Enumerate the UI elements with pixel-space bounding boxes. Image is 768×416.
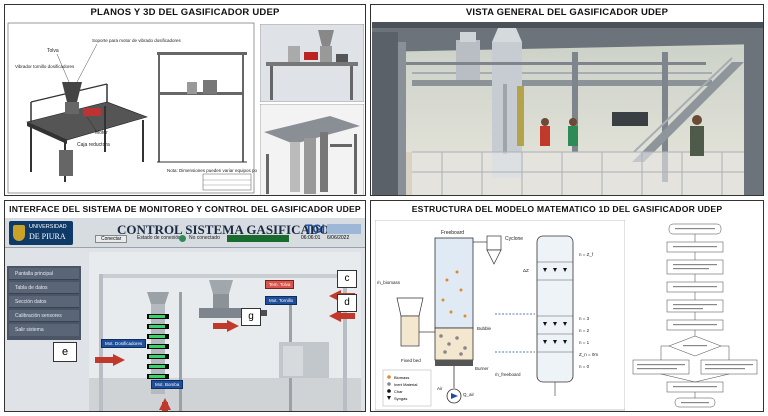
technical-drawing: Tolva Soporte para motor de vibrado dosi… — [7, 22, 257, 194]
callout-g: g — [241, 308, 261, 326]
menu-item-calibracion[interactable]: Calibración sensores — [9, 310, 79, 322]
menu-item-tabla[interactable]: Tabla de datos — [9, 282, 79, 294]
planos-body: Tolva Soporte para motor de vibrado dosi… — [5, 22, 365, 195]
menu-label: Salir sistema — [15, 327, 44, 333]
label-n1: n = 1 — [579, 340, 590, 345]
scada-header: UNIVERSIDAD DE PIURA CONTROL SISTEMA GAS… — [5, 218, 365, 248]
crest-icon — [13, 225, 25, 241]
status-date: 6/06/2022 — [327, 235, 350, 241]
gasifier-schematic: Freeboard Cyclone Fixed bed Bubble Burne… — [375, 220, 625, 411]
label-vibrador: Vibrador tornillo dosificadores — [15, 64, 75, 69]
label-m-freeboard: ṁ_freeboard — [495, 372, 521, 377]
menu-label: Sección datos — [15, 299, 47, 305]
legend-inert: Inert Material — [394, 382, 417, 387]
panel-title-planos: PLANOS Y 3D DEL GASIFICADOR UDEP — [90, 7, 280, 18]
callout-c: c — [337, 270, 357, 288]
label-n3: n = 3 — [579, 316, 590, 321]
label-tolva: Tolva — [47, 48, 59, 54]
callout-letter: g — [248, 311, 254, 322]
vista-photo — [371, 22, 763, 195]
scada-screen: UNIVERSIDAD DE PIURA CONTROL SISTEMA GAS… — [5, 218, 365, 411]
panel-modelo: ESTRUCTURA DEL MODELO MATEMATICO 1D DEL … — [370, 200, 764, 412]
tag-tem-tolva[interactable]: Tem. Tolva — [265, 280, 295, 289]
menu-item-seccion[interactable]: Sección datos — [9, 296, 79, 308]
menu-item-salir[interactable]: Salir sistema — [9, 324, 79, 336]
panel-title-interface: INTERFACE DEL SISTEMA DE MONITOREO Y CON… — [9, 204, 361, 214]
label-delta-z: ΔZ — [523, 268, 529, 273]
side-menu: Pantalla principal Tabla de datos Secció… — [7, 266, 81, 340]
panel-planos: PLANOS Y 3D DEL GASIFICADOR UDEP Tolva S… — [4, 4, 366, 196]
status-bar — [227, 235, 289, 242]
callout-letter: d — [344, 297, 350, 308]
legend-char: Char — [394, 389, 403, 394]
tag-mot-bomba[interactable]: Mot. Bomba — [151, 380, 184, 389]
label-n2: n = 2 — [579, 328, 590, 333]
label-burner: Burner — [475, 366, 489, 371]
flowchart — [629, 220, 761, 410]
callout-e: e — [53, 342, 77, 362]
tgi-logo: TGI — [305, 222, 325, 236]
legend-syngas: Syngas — [394, 396, 407, 401]
callout-letter: c — [344, 273, 350, 284]
label-m-biomass: ṁ_biomass — [377, 280, 401, 285]
label-motor: Motor — [95, 130, 108, 136]
status-indicator-icon — [179, 235, 186, 242]
scada-title: CONTROL SISTEMA GASIFICADOR — [117, 222, 339, 237]
tgi-mark — [327, 224, 361, 234]
panel-title-modelo: ESTRUCTURA DEL MODELO MATEMATICO 1D DEL … — [411, 204, 723, 214]
status-row: Conectar Estado de conexión No conectado… — [93, 234, 361, 244]
panel-interface: INTERFACE DEL SISTEMA DE MONITOREO Y CON… — [4, 200, 366, 412]
render-3d-top — [260, 24, 364, 102]
logo-line2: DE PIURA — [29, 232, 66, 241]
menu-label: Tabla de datos — [15, 285, 48, 291]
legend-biomass: Biomass — [394, 375, 409, 380]
menu-item-pantalla[interactable]: Pantalla principal — [9, 268, 79, 280]
label-soporte: Soporte para motor de vibrado dosificado… — [92, 38, 182, 43]
label-q-air: Q_air — [463, 392, 475, 397]
label-fixed-bed: Fixed bed — [401, 358, 421, 363]
logo-line1: UNIVERSIDAD — [29, 224, 67, 230]
label-caja-reductora: Caja reductora — [77, 142, 110, 148]
menu-label: Pantalla principal — [15, 271, 54, 277]
status-time: 06:06:01 — [301, 235, 321, 241]
label-n0: n = 0 — [579, 364, 590, 369]
status-label: Estado de conexión — [137, 235, 181, 241]
university-logo: UNIVERSIDAD DE PIURA — [9, 221, 73, 245]
modelo-body: Freeboard Cyclone Fixed bed Bubble Burne… — [371, 218, 763, 411]
panel-vista-general: VISTA GENERAL DEL GASIFICADOR UDEP — [370, 4, 764, 196]
tag-mot-dosificadores[interactable]: Mot. Dosificadores — [101, 339, 147, 348]
panel-title-vista: VISTA GENERAL DEL GASIFICADOR UDEP — [465, 7, 669, 18]
label-zn: Z_n = 0m — [579, 352, 598, 357]
label-freeboard: Freeboard — [441, 230, 464, 236]
label-n-zf: n = Z_f — [579, 252, 594, 257]
site-photo — [372, 22, 763, 195]
callout-letter: e — [61, 346, 69, 358]
label-bubble: Bubble — [477, 326, 492, 331]
menu-label: Calibración sensores — [15, 313, 62, 319]
connect-button[interactable]: Conectar — [95, 235, 128, 243]
tag-mot-tornillo[interactable]: Mot. Tornillo — [265, 296, 298, 305]
process-graphic — [89, 252, 361, 411]
callout-d: d — [337, 294, 357, 312]
note-dimensiones: Nota: Dimensiones pueden variar equipos … — [167, 168, 257, 173]
render-3d-bottom — [260, 104, 364, 195]
status-value: No conectado — [189, 235, 220, 241]
label-air: Air — [437, 386, 443, 391]
label-cyclone: Cyclone — [505, 236, 523, 242]
